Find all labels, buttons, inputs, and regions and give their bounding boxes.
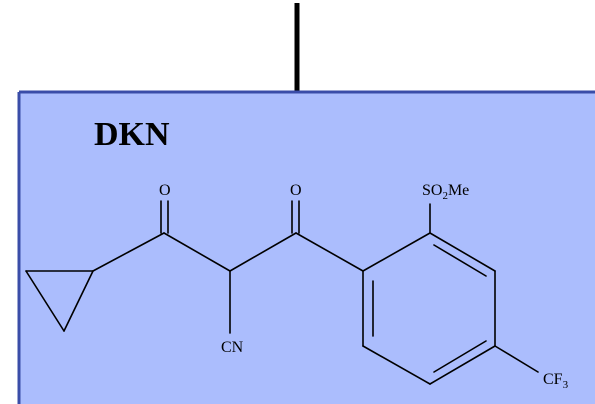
bond-ring-a1-a2 (362, 232, 431, 272)
bond-cyclopropyl-2 (25, 270, 65, 332)
oxygen-right-label: O (290, 182, 302, 199)
bond-ring-a5-a6 (362, 345, 431, 385)
trifluoromethyl-label: CF3 (543, 371, 569, 391)
bond-c1-to-ch (163, 232, 231, 272)
panel-background (19, 92, 595, 404)
bond-ring-to-c1 (92, 232, 165, 272)
bond-ring-a4-a5 (429, 345, 496, 385)
bond-c3-to-aryl (295, 232, 364, 272)
dkn-panel (17, 90, 595, 404)
bond-ch-to-c3 (229, 232, 297, 272)
bond-ring-inner-2 (433, 244, 487, 277)
molecule-labels: O O CN SO2Me CF3 (159, 182, 569, 391)
cf3-base: CF (543, 371, 563, 388)
bond-cyclopropyl-3 (63, 270, 94, 332)
sulfonyl-base: SO (422, 182, 442, 199)
sulfonyl-tail: Me (448, 182, 469, 199)
molecule-bonds (25, 200, 539, 385)
bond-ring-to-cf3 (494, 345, 539, 373)
cyano-label: CN (221, 339, 244, 356)
cf3-subscript: 3 (563, 379, 569, 391)
bond-ring-inner-3 (433, 340, 487, 373)
sulfonyl-methyl-label: SO2Me (422, 182, 469, 202)
panel-title: DKN (94, 116, 170, 153)
bond-ring-a2-a3 (429, 232, 496, 272)
sulfonyl-subscript: 2 (442, 190, 448, 202)
oxygen-left-label: O (159, 182, 171, 199)
